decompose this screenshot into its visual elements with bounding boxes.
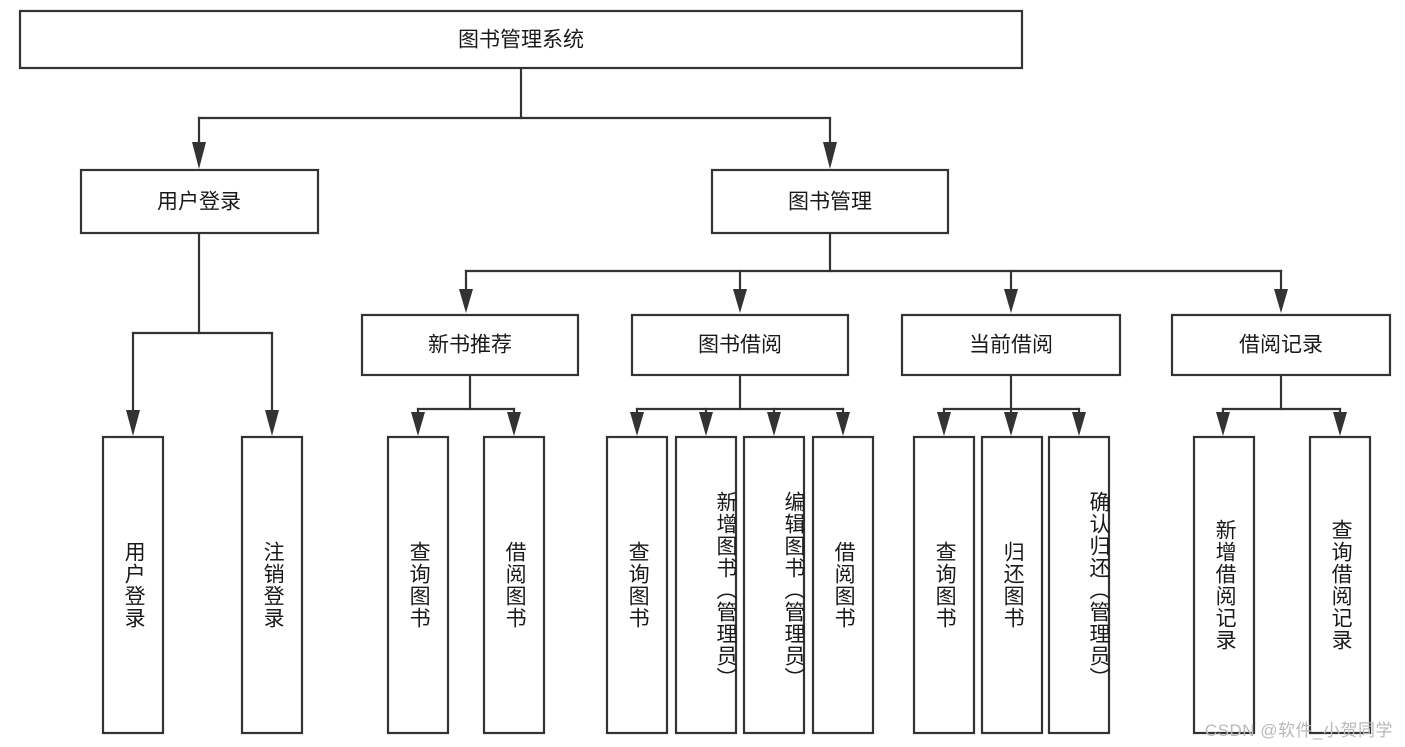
node-box-current-borrow[interactable]: [900, 313, 1122, 377]
arrow-bookborrow-leaf1: [630, 412, 644, 436]
node-label-new-book-recommend: 新书推荐: [428, 334, 512, 357]
arrow-bookborrow-leaf2: [699, 412, 713, 436]
connector-group-userlogin-children: [126, 231, 279, 436]
connector-group-root-to-level2: [192, 66, 837, 169]
node-box-book-borrow[interactable]: [630, 313, 850, 377]
node-box-user-login[interactable]: [79, 168, 320, 235]
watermark-label: CSDN @软件_小贺同学: [1204, 721, 1393, 740]
node-label-book-borrow: 图书借阅: [698, 334, 782, 357]
connector-group-borrowrecord-children: [1216, 373, 1347, 436]
node-box-leaf-bookborrow-4[interactable]: [811, 435, 875, 735]
node-label-borrow-record: 借阅记录: [1239, 334, 1323, 357]
arrow-root-to-user-login: [192, 142, 206, 169]
node-label-user-login: 用户登录: [157, 191, 241, 214]
node-box-leaf-user-login-1[interactable]: [101, 435, 165, 735]
arrow-bookmgmt-c1: [459, 289, 473, 313]
node-box-borrow-record[interactable]: [1170, 313, 1392, 377]
node-box-leaf-bookborrow-1[interactable]: [605, 435, 669, 735]
node-box-leaf-newbook-1[interactable]: [386, 435, 450, 735]
node-label-current-borrow: 当前借阅: [969, 334, 1053, 357]
arrow-newbook-leaf2: [507, 412, 521, 436]
connector-group-newbook-children: [411, 373, 521, 436]
node-box-leaf-user-login-2[interactable]: [240, 435, 304, 735]
node-box-leaf-borrowrecord-2[interactable]: [1308, 435, 1372, 735]
node-label-root: 图书管理系统: [458, 29, 584, 52]
arrow-borrowrecord-leaf1: [1216, 412, 1230, 436]
arrow-userlogin-leaf2: [265, 410, 279, 436]
arrow-userlogin-leaf1: [126, 410, 140, 436]
node-label-book-management: 图书管理: [788, 191, 872, 214]
node-box-leaf-bookborrow-2[interactable]: [674, 435, 738, 735]
arrow-bookborrow-leaf3: [767, 412, 781, 436]
node-box-new-book-recommend[interactable]: [360, 313, 580, 377]
node-box-leaf-bookborrow-3[interactable]: [742, 435, 806, 735]
arrow-currentborrow-leaf1: [937, 412, 951, 436]
node-box-leaf-borrowrecord-1[interactable]: [1192, 435, 1256, 735]
arrow-bookmgmt-c2: [733, 289, 747, 313]
arrow-root-to-book-mgmt: [823, 142, 837, 169]
connector-group-currentborrow-children: [937, 373, 1086, 436]
arrow-bookmgmt-c3: [1004, 289, 1018, 313]
node-box-root[interactable]: [18, 9, 1024, 70]
arrow-currentborrow-leaf2: [1004, 412, 1018, 436]
node-box-leaf-newbook-2[interactable]: [482, 435, 546, 735]
node-box-book-management[interactable]: [710, 168, 950, 235]
node-box-leaf-currentborrow-3[interactable]: [1047, 435, 1111, 735]
node-box-leaf-currentborrow-2[interactable]: [980, 435, 1044, 735]
node-box-leaf-currentborrow-1[interactable]: [912, 435, 976, 735]
arrow-bookmgmt-c4: [1274, 289, 1288, 313]
arrow-bookborrow-leaf4: [836, 412, 850, 436]
arrow-newbook-leaf1: [411, 412, 425, 436]
connector-group-bookborrow-children: [630, 373, 850, 436]
arrow-borrowrecord-leaf2: [1333, 412, 1347, 436]
connector-group-bookmgmt-children: [459, 231, 1288, 313]
arrow-currentborrow-leaf3: [1072, 412, 1086, 436]
